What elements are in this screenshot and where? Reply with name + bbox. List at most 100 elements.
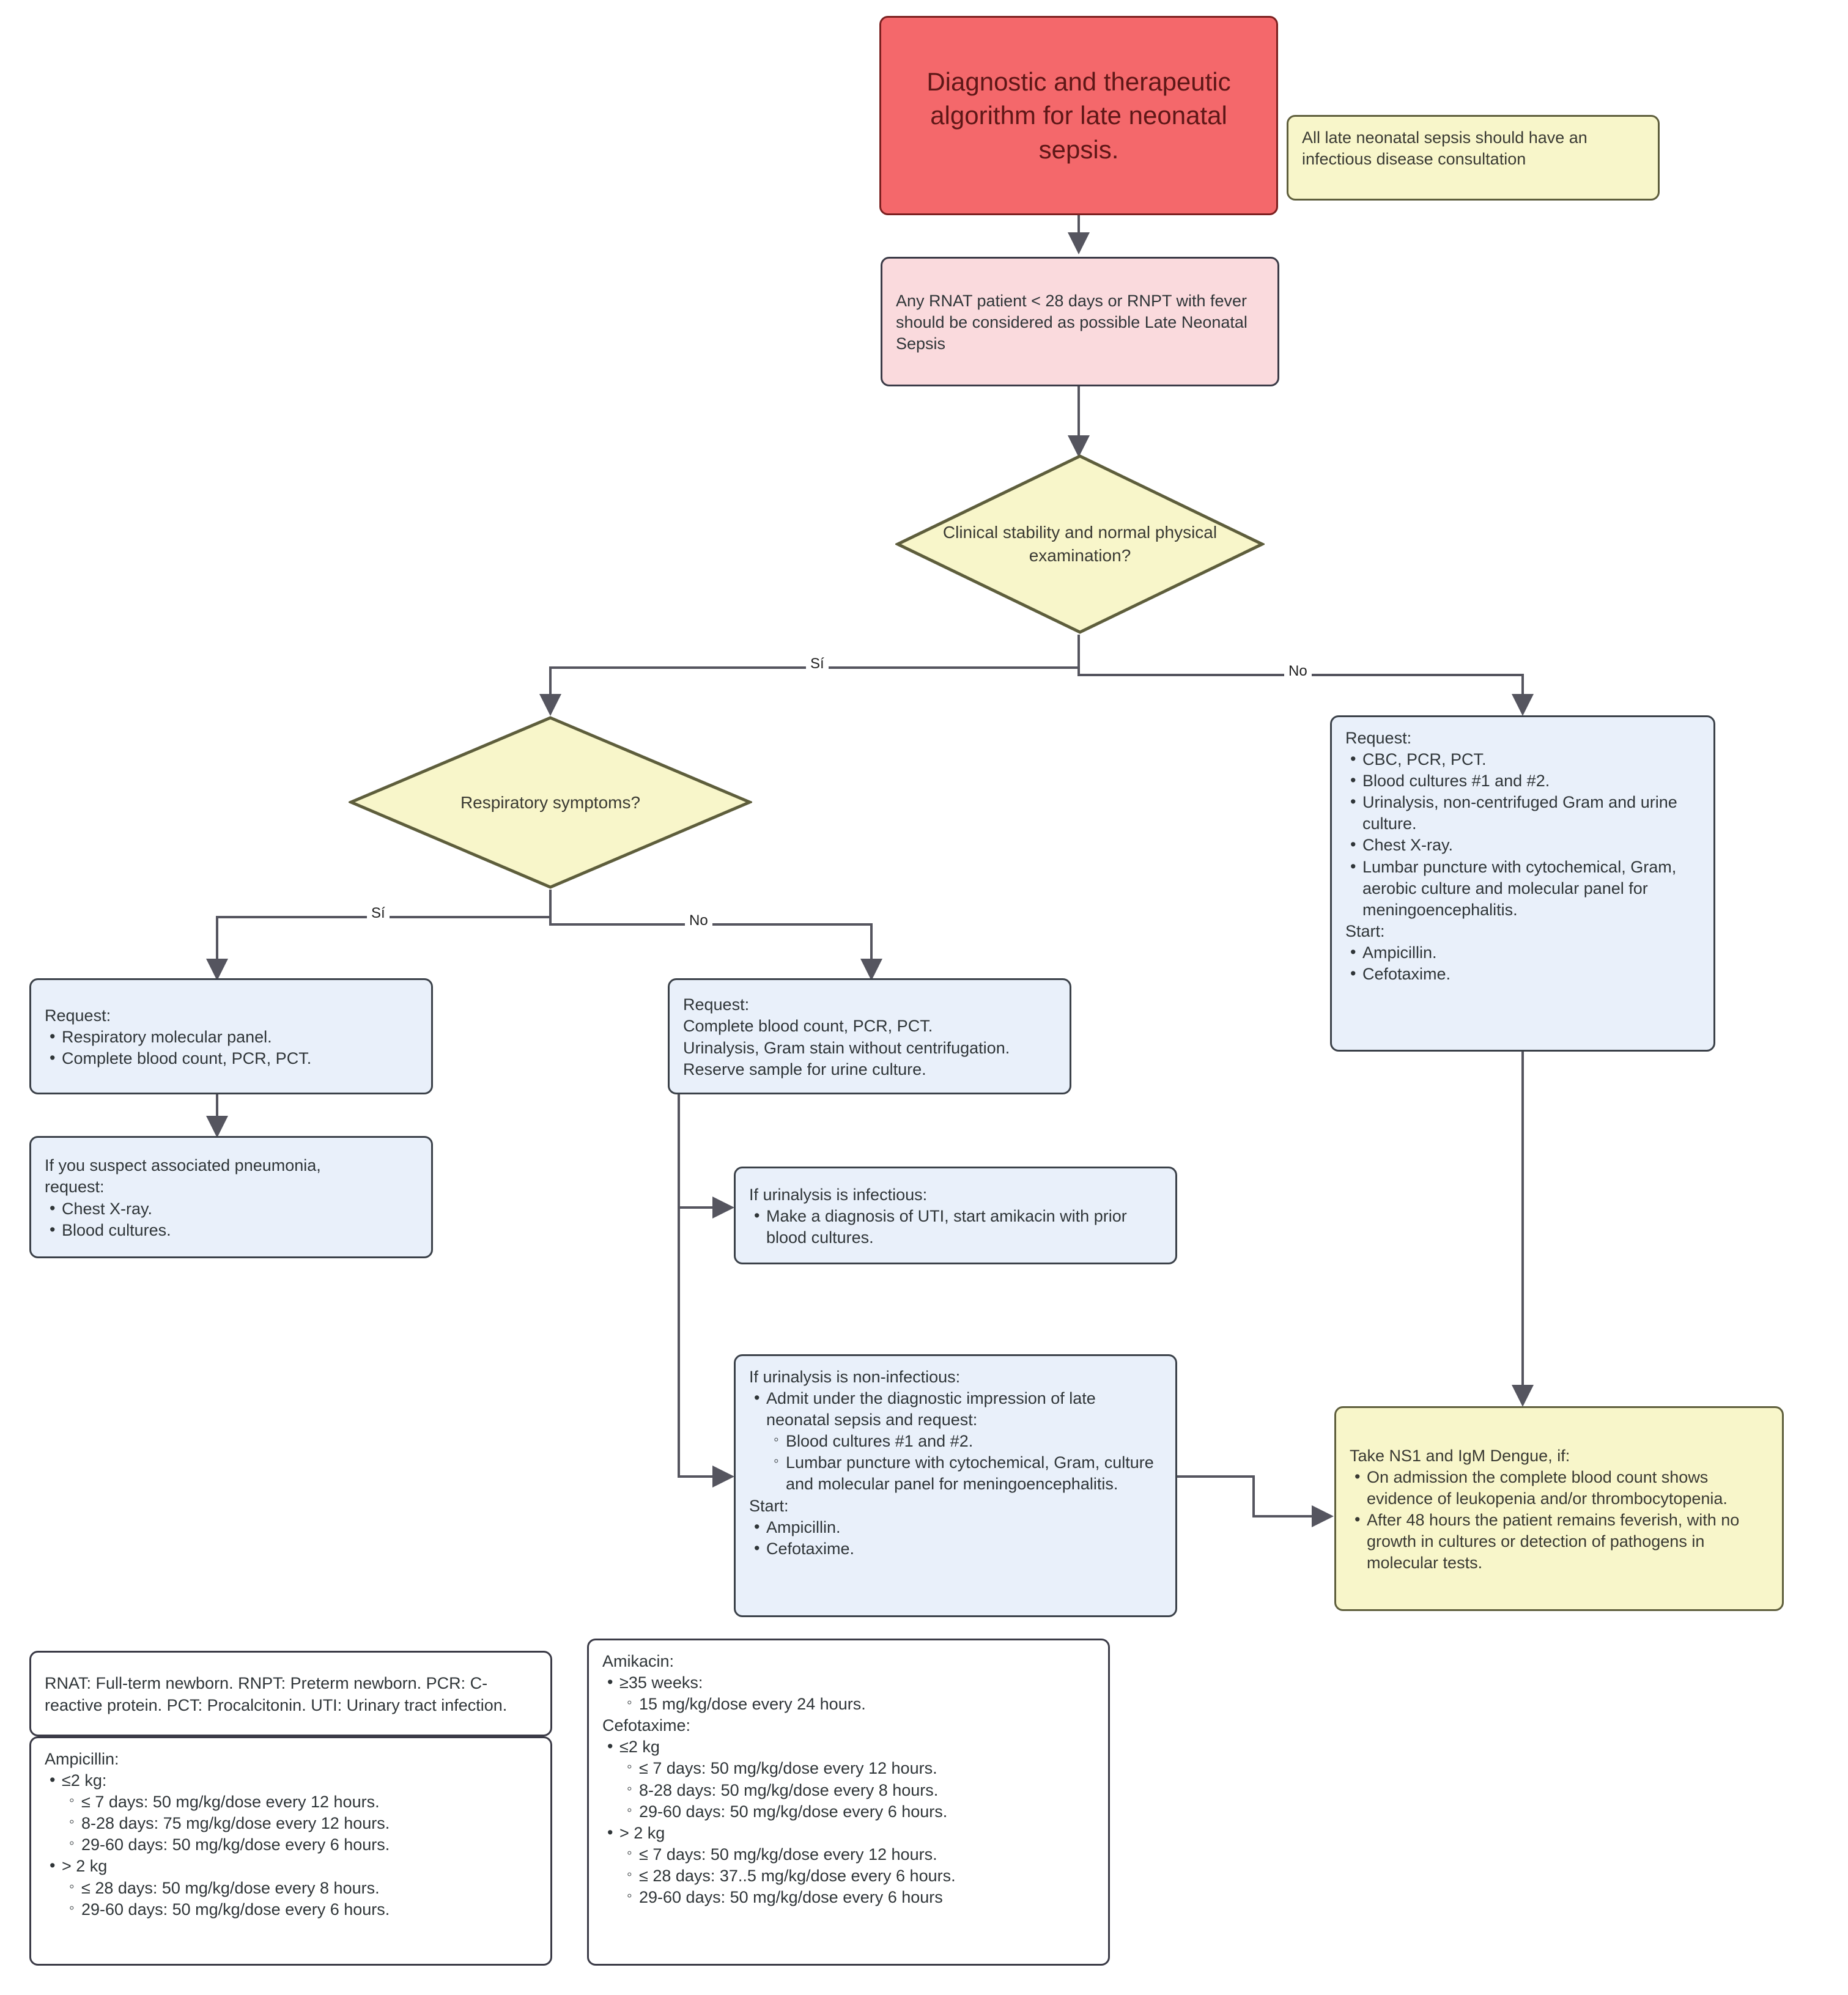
ampicillin-group-list: ≤2 kg:	[45, 1769, 538, 1791]
amikacin-cefotaxime-dosing-node: Amikacin: ≥35 weeks: 15 mg/kg/dose every…	[587, 1639, 1110, 1966]
list-item: 29-60 days: 50 mg/kg/dose every 6 hours	[623, 1886, 1096, 1908]
unstable-start-list: Ampicillin. Cefotaxime.	[1345, 942, 1701, 985]
ampicillin-heading: Ampicillin:	[45, 1750, 119, 1768]
edge-label-stability-no: No	[1284, 663, 1312, 680]
list-item: ≤ 7 days: 50 mg/kg/dose every 12 hours.	[623, 1757, 1096, 1779]
edge-label-respiratory-no: No	[685, 912, 712, 929]
diamond-shape-1	[895, 454, 1265, 634]
edge-mid-to-urinalysis-infectious	[678, 1094, 734, 1219]
edge-decision1-yes	[539, 635, 1080, 716]
list-item: ≥35 weeks:	[602, 1672, 1096, 1694]
respiratory-no-line: Reserve sample for urine culture.	[683, 1060, 926, 1079]
decision-clinical-stability-label: Clinical stability and normal physical e…	[942, 523, 1218, 565]
urinalysis-infectious-list: Make a diagnosis of UTI, start amikacin …	[749, 1205, 1163, 1248]
amikacin-heading: Amikacin:	[602, 1652, 675, 1670]
cefotaxime-group-list-2: > 2 kg	[602, 1822, 1096, 1844]
ampicillin-group-list-2: > 2 kg	[45, 1855, 538, 1877]
list-item: Make a diagnosis of UTI, start amikacin …	[749, 1205, 1163, 1248]
amikacin-group-list: ≥35 weeks:	[602, 1672, 1096, 1694]
urinalysis-noninfectious-start-heading: Start:	[749, 1496, 789, 1515]
dengue-heading: Take NS1 and IgM Dengue, if:	[1350, 1446, 1570, 1465]
respiratory-yes-list: Respiratory molecular panel. Complete bl…	[45, 1026, 311, 1069]
list-item: > 2 kg	[45, 1855, 538, 1877]
abbreviations-node: RNAT: Full-term newborn. RNPT: Preterm n…	[29, 1651, 552, 1736]
decision-respiratory-symptoms: Respiratory symptoms?	[349, 715, 752, 890]
respiratory-no-line: Complete blood count, PCR, PCT.	[683, 1017, 933, 1036]
unstable-workup-node: Request: CBC, PCR, PCT. Blood cultures #…	[1330, 715, 1715, 1052]
list-item: Chest X-ray.	[1345, 834, 1701, 856]
respiratory-yes-heading: Request:	[45, 1006, 111, 1025]
list-item: > 2 kg	[602, 1822, 1096, 1844]
list-item: Lumbar puncture with cytochemical, Gram,…	[770, 1451, 1163, 1495]
cefotaxime-group-list: ≤2 kg	[602, 1736, 1096, 1758]
list-item: Cefotaxime.	[749, 1538, 1163, 1560]
list-item: Chest X-ray.	[45, 1197, 321, 1220]
edge-label-stability-yes: Sí	[806, 655, 829, 673]
ampicillin-group-0-doses: ≤ 7 days: 50 mg/kg/dose every 12 hours. …	[45, 1791, 538, 1856]
title-text: Diagnostic and therapeutic algorithm for…	[926, 67, 1231, 164]
unstable-request-list: CBC, PCR, PCT. Blood cultures #1 and #2.…	[1345, 748, 1701, 921]
list-item: Respiratory molecular panel.	[45, 1026, 311, 1048]
list-item: ≤2 kg:	[45, 1769, 538, 1791]
list-item: Admit under the diagnostic impression of…	[749, 1387, 1163, 1431]
list-item: CBC, PCR, PCT.	[1345, 748, 1701, 770]
pneumonia-node: If you suspect associated pneumonia, req…	[29, 1136, 433, 1258]
urinalysis-noninfectious-node: If urinalysis is non-infectious: Admit u…	[734, 1354, 1177, 1617]
list-item: 8-28 days: 50 mg/kg/dose every 8 hours.	[623, 1779, 1096, 1801]
decision-clinical-stability: Clinical stability and normal physical e…	[895, 454, 1265, 635]
list-item: Ampicillin.	[1345, 942, 1701, 964]
list-item: Lumbar puncture with cytochemical, Gram,…	[1345, 856, 1701, 921]
list-item: On admission the complete blood count sh…	[1350, 1466, 1770, 1510]
list-item: ≤ 7 days: 50 mg/kg/dose every 12 hours.	[65, 1791, 538, 1813]
list-item: 29-60 days: 50 mg/kg/dose every 6 hours.	[623, 1801, 1096, 1823]
respiratory-no-node: Request: Complete blood count, PCR, PCT.…	[668, 978, 1071, 1094]
list-item: Ampicillin.	[749, 1516, 1163, 1538]
edge-decision2-no	[549, 890, 882, 981]
abbreviations-text: RNAT: Full-term newborn. RNPT: Preterm n…	[45, 1674, 508, 1714]
edge-label-respiratory-yes: Sí	[367, 905, 390, 922]
list-item: ≤ 28 days: 50 mg/kg/dose every 8 hours.	[65, 1877, 538, 1899]
list-item: 29-60 days: 50 mg/kg/dose every 6 hours.	[65, 1834, 538, 1856]
cefotaxime-group-1-doses: ≤ 7 days: 50 mg/kg/dose every 12 hours. …	[602, 1843, 1096, 1908]
diamond-shape-2	[349, 716, 752, 889]
title-node: Diagnostic and therapeutic algorithm for…	[879, 16, 1278, 215]
respiratory-no-heading: Request:	[683, 995, 750, 1014]
edge-mid-to-urinalysis-noninfectious	[678, 1094, 734, 1488]
urinalysis-infectious-heading: If urinalysis is infectious:	[749, 1185, 928, 1204]
ampicillin-group-1-doses: ≤ 28 days: 50 mg/kg/dose every 8 hours. …	[45, 1877, 538, 1920]
list-item: 29-60 days: 50 mg/kg/dose every 6 hours.	[65, 1898, 538, 1920]
amikacin-doses: 15 mg/kg/dose every 24 hours.	[602, 1693, 1096, 1715]
list-item: After 48 hours the patient remains fever…	[1350, 1509, 1770, 1574]
list-item: 15 mg/kg/dose every 24 hours.	[623, 1693, 1096, 1715]
definition-node: Any RNAT patient < 28 days or RNPT with …	[881, 257, 1279, 386]
list-item: 8-28 days: 75 mg/kg/dose every 12 hours.	[65, 1812, 538, 1834]
consultation-note-text: All late neonatal sepsis should have an …	[1302, 128, 1587, 169]
cefotaxime-group-0-doses: ≤ 7 days: 50 mg/kg/dose every 12 hours. …	[602, 1757, 1096, 1823]
edge-noninfectious-to-dengue	[1171, 1475, 1334, 1527]
cefotaxime-heading: Cefotaxime:	[602, 1716, 691, 1735]
pneumonia-heading-line2: request:	[45, 1178, 105, 1197]
list-item: Cefotaxime.	[1345, 963, 1701, 985]
list-item: Blood cultures #1 and #2.	[1345, 770, 1701, 792]
list-item: Blood cultures #1 and #2.	[770, 1430, 1163, 1452]
pneumonia-list: Chest X-ray. Blood cultures.	[45, 1197, 321, 1241]
definition-text: Any RNAT patient < 28 days or RNPT with …	[896, 291, 1247, 353]
respiratory-no-line: Urinalysis, Gram stain without centrifug…	[683, 1038, 1010, 1057]
dengue-list: On admission the complete blood count sh…	[1350, 1466, 1770, 1574]
ampicillin-dosing-node: Ampicillin: ≤2 kg: ≤ 7 days: 50 mg/kg/do…	[29, 1736, 552, 1966]
unstable-start-heading: Start:	[1345, 921, 1385, 940]
unstable-request-heading: Request:	[1345, 729, 1412, 747]
list-item: ≤2 kg	[602, 1736, 1096, 1758]
dengue-node: Take NS1 and IgM Dengue, if: On admissio…	[1334, 1406, 1784, 1611]
urinalysis-noninfectious-start-list: Ampicillin. Cefotaxime.	[749, 1516, 1163, 1560]
urinalysis-infectious-node: If urinalysis is infectious: Make a diag…	[734, 1167, 1177, 1264]
list-item: ≤ 7 days: 50 mg/kg/dose every 12 hours.	[623, 1843, 1096, 1865]
edge-decision2-yes	[206, 890, 552, 981]
list-item: Urinalysis, non-centrifuged Gram and uri…	[1345, 791, 1701, 835]
list-item: Complete blood count, PCR, PCT.	[45, 1047, 311, 1069]
list-item: Blood cultures.	[45, 1219, 321, 1241]
urinalysis-noninfectious-heading: If urinalysis is non-infectious:	[749, 1368, 961, 1386]
respiratory-yes-node: Request: Respiratory molecular panel. Co…	[29, 978, 433, 1094]
urinalysis-noninfectious-sublist: Blood cultures #1 and #2. Lumbar punctur…	[749, 1430, 1163, 1495]
